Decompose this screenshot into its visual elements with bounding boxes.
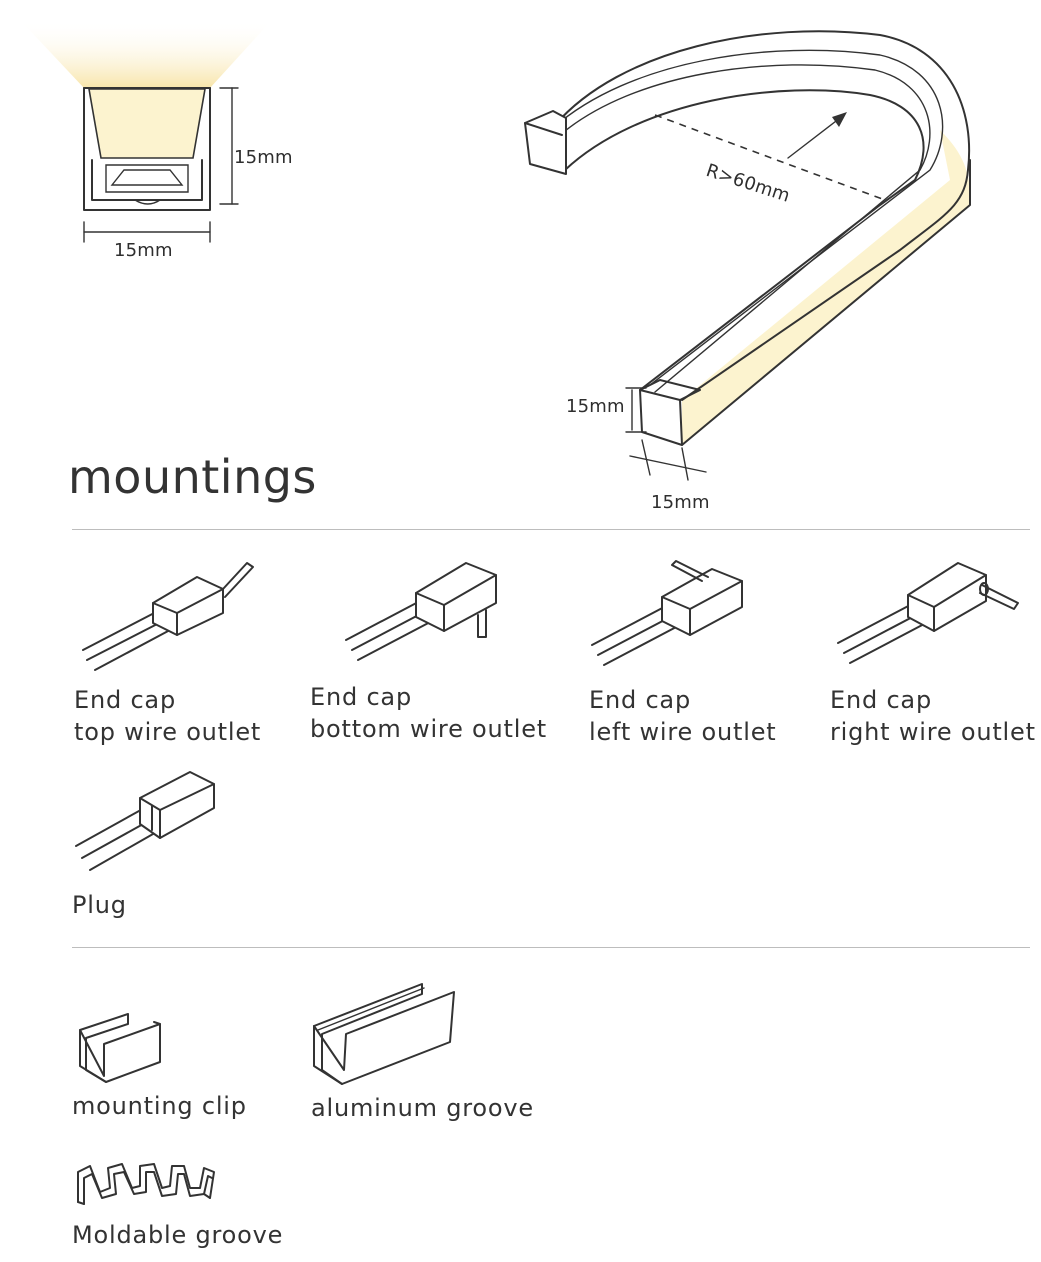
- divider-bottom: [72, 947, 1030, 948]
- mounting-clip-label: mounting clip: [72, 1092, 247, 1120]
- moldable-groove-icon: [77, 1163, 215, 1205]
- end-cap-right-label-line2: right wire outlet: [830, 718, 1036, 746]
- plug-icon: [75, 771, 215, 871]
- end-cap-top-label-line2: top wire outlet: [74, 718, 262, 746]
- bend-width-label: 15mm: [651, 492, 710, 513]
- divider-top: [72, 529, 1030, 530]
- moldable-groove-label: Moldable groove: [72, 1221, 284, 1249]
- end-cap-left-label: End cap left wire outlet: [589, 684, 776, 748]
- end-cap-left-label-line2: left wire outlet: [589, 718, 777, 746]
- plug-label: Plug: [72, 891, 127, 919]
- end-cap-bottom-label-line2: bottom wire outlet: [310, 715, 548, 743]
- bend-height-label: 15mm: [566, 396, 625, 417]
- end-cap-top-icon: [82, 562, 254, 671]
- end-cap-right-icon: [837, 562, 1019, 664]
- end-cap-bottom-icon: [345, 562, 497, 661]
- mounting-clip-icon: [79, 1013, 161, 1083]
- end-cap-left-icon: [591, 560, 743, 666]
- end-cap-top-label-line1: End cap: [74, 686, 176, 714]
- section-title: mountings: [68, 450, 317, 504]
- aluminum-groove-label: aluminum groove: [311, 1094, 534, 1122]
- end-cap-right-label: End cap right wire outlet: [830, 684, 1036, 748]
- aluminum-groove-icon: [313, 983, 455, 1085]
- end-cap-bottom-label-line1: End cap: [310, 683, 412, 711]
- end-cap-left-label-line1: End cap: [589, 686, 691, 714]
- cross-section-width-label: 15mm: [114, 240, 173, 261]
- cross-section-height-label: 15mm: [234, 147, 293, 168]
- cross-section-diagram: [20, 20, 272, 243]
- bend-radius-diagram: [524, 30, 971, 481]
- end-cap-top-label: End cap top wire outlet: [74, 684, 261, 748]
- end-cap-bottom-label: End cap bottom wire outlet: [310, 681, 547, 745]
- end-cap-right-label-line1: End cap: [830, 686, 932, 714]
